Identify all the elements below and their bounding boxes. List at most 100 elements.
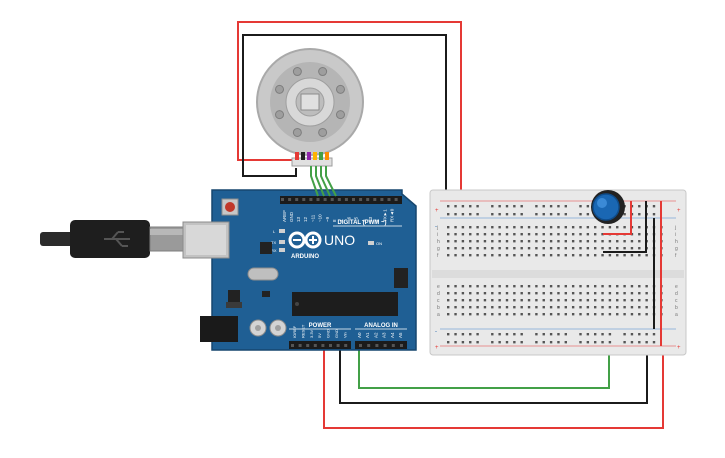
rail-hole[interactable]	[549, 333, 553, 336]
rail-hole[interactable]	[535, 205, 538, 208]
breadboard-hole[interactable]	[505, 233, 509, 236]
header-pin[interactable]	[394, 198, 398, 201]
rail-hole[interactable]	[535, 213, 538, 216]
breadboard-hole[interactable]	[571, 299, 575, 302]
breadboard-hole[interactable]	[461, 226, 465, 229]
rail-hole[interactable]	[476, 205, 479, 208]
breadboard-hole[interactable]	[454, 247, 457, 250]
breadboard-hole[interactable]	[513, 285, 516, 288]
breadboard-hole[interactable]	[601, 254, 604, 257]
header-pin[interactable]	[344, 344, 348, 347]
rail-hole[interactable]	[594, 333, 597, 336]
breadboard-hole[interactable]	[645, 299, 648, 302]
breadboard-hole[interactable]	[469, 306, 472, 309]
rail-hole[interactable]	[476, 333, 479, 336]
breadboard-hole[interactable]	[594, 240, 597, 243]
breadboard-hole[interactable]	[601, 285, 604, 288]
rail-hole[interactable]	[505, 205, 509, 208]
breadboard-hole[interactable]	[579, 233, 582, 236]
breadboard-hole[interactable]	[520, 233, 523, 236]
breadboard-hole[interactable]	[469, 285, 472, 288]
breadboard-hole[interactable]	[630, 240, 634, 243]
rail-hole[interactable]	[564, 333, 567, 336]
breadboard-hole[interactable]	[571, 292, 575, 295]
breadboard-hole[interactable]	[616, 247, 619, 250]
rail-hole[interactable]	[535, 333, 538, 336]
breadboard-hole[interactable]	[447, 299, 450, 302]
wire-servo-signal-3[interactable]	[320, 166, 331, 197]
rail-hole[interactable]	[505, 213, 509, 216]
breadboard-hole[interactable]	[623, 299, 626, 302]
rail-hole[interactable]	[557, 333, 560, 336]
breadboard-hole[interactable]	[571, 233, 575, 236]
breadboard-hole[interactable]	[579, 247, 582, 250]
breadboard-hole[interactable]	[579, 240, 582, 243]
breadboard-hole[interactable]	[454, 299, 457, 302]
rail-hole[interactable]	[520, 205, 523, 208]
breadboard-hole[interactable]	[469, 254, 472, 257]
breadboard-hole[interactable]	[542, 292, 545, 295]
header-pin[interactable]	[306, 344, 310, 347]
breadboard-hole[interactable]	[549, 226, 553, 229]
breadboard-hole[interactable]	[498, 247, 501, 250]
breadboard-hole[interactable]	[498, 313, 501, 316]
breadboard-hole[interactable]	[505, 247, 509, 250]
breadboard-hole[interactable]	[520, 247, 523, 250]
breadboard-hole[interactable]	[638, 233, 641, 236]
rail-hole[interactable]	[476, 341, 479, 344]
rail-hole[interactable]	[549, 341, 553, 344]
breadboard-hole[interactable]	[447, 240, 450, 243]
header-pin[interactable]	[391, 344, 395, 347]
breadboard-hole[interactable]	[571, 306, 575, 309]
rail-hole[interactable]	[454, 205, 457, 208]
rail-hole[interactable]	[557, 205, 560, 208]
breadboard-hole[interactable]	[461, 233, 465, 236]
rail-hole[interactable]	[557, 213, 560, 216]
breadboard-hole[interactable]	[527, 285, 531, 288]
breadboard-hole[interactable]	[564, 292, 567, 295]
breadboard-hole[interactable]	[542, 313, 545, 316]
breadboard-hole[interactable]	[594, 285, 597, 288]
rail-hole[interactable]	[520, 213, 523, 216]
rail-hole[interactable]	[579, 341, 582, 344]
breadboard-hole[interactable]	[608, 299, 612, 302]
breadboard-hole[interactable]	[491, 299, 494, 302]
breadboard-hole[interactable]	[623, 254, 626, 257]
rail-hole[interactable]	[557, 341, 560, 344]
breadboard-hole[interactable]	[586, 285, 590, 288]
rail-hole[interactable]	[513, 205, 516, 208]
breadboard-hole[interactable]	[498, 233, 501, 236]
rail-hole[interactable]	[623, 333, 626, 336]
header-pin[interactable]	[359, 198, 363, 201]
rail-hole[interactable]	[594, 341, 597, 344]
header-pin[interactable]	[313, 344, 317, 347]
breadboard-hole[interactable]	[469, 240, 472, 243]
breadboard-hole[interactable]	[586, 299, 590, 302]
breadboard-hole[interactable]	[476, 299, 479, 302]
rail-hole[interactable]	[454, 213, 457, 216]
breadboard-hole[interactable]	[594, 247, 597, 250]
rail-hole[interactable]	[491, 341, 494, 344]
breadboard-hole[interactable]	[623, 226, 626, 229]
header-pin[interactable]	[344, 198, 348, 201]
breadboard-hole[interactable]	[557, 313, 560, 316]
header-pin[interactable]	[383, 344, 387, 347]
header-pin[interactable]	[387, 198, 391, 201]
rail-hole[interactable]	[542, 341, 545, 344]
breadboard-hole[interactable]	[601, 299, 604, 302]
breadboard-hole[interactable]	[557, 292, 560, 295]
header-pin[interactable]	[375, 344, 379, 347]
rail-hole[interactable]	[623, 341, 626, 344]
breadboard-hole[interactable]	[476, 292, 479, 295]
breadboard-hole[interactable]	[461, 292, 465, 295]
rail-hole[interactable]	[630, 341, 634, 344]
breadboard-hole[interactable]	[638, 313, 641, 316]
breadboard-hole[interactable]	[594, 292, 597, 295]
rail-hole[interactable]	[601, 333, 604, 336]
breadboard-hole[interactable]	[616, 254, 619, 257]
jumper-pot-black[interactable]	[603, 201, 647, 253]
rail-hole[interactable]	[491, 213, 494, 216]
breadboard-hole[interactable]	[491, 285, 494, 288]
breadboard-hole[interactable]	[476, 233, 479, 236]
